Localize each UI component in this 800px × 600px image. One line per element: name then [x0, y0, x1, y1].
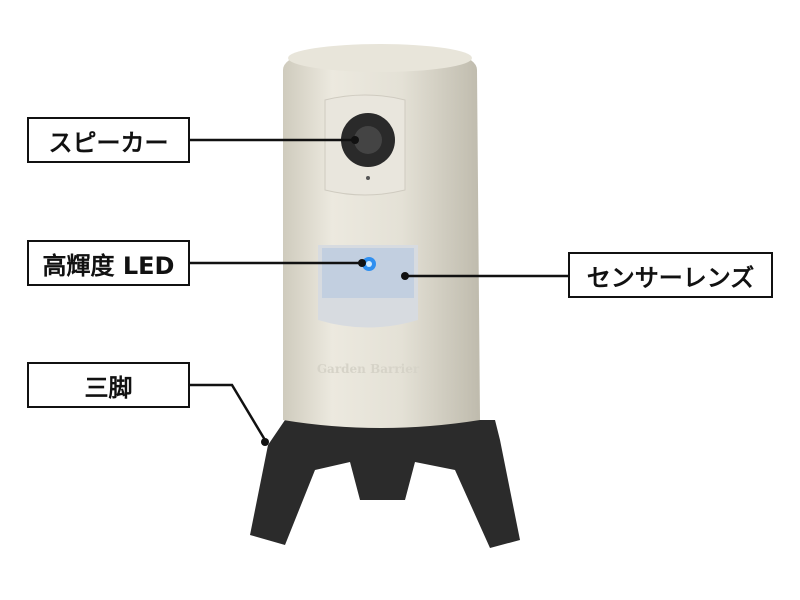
led-label: 高輝度 LED [27, 240, 190, 286]
speaker-label: スピーカー [27, 117, 190, 163]
speaker [341, 113, 395, 180]
leader-lines [190, 138, 568, 441]
sensor-lens-label: センサーレンズ [568, 252, 773, 298]
tripod [250, 420, 520, 548]
sensor-lens [318, 245, 418, 328]
brand-emboss: Garden Barrier [317, 362, 420, 376]
led [362, 257, 376, 271]
tripod-label: 三脚 [27, 362, 190, 408]
